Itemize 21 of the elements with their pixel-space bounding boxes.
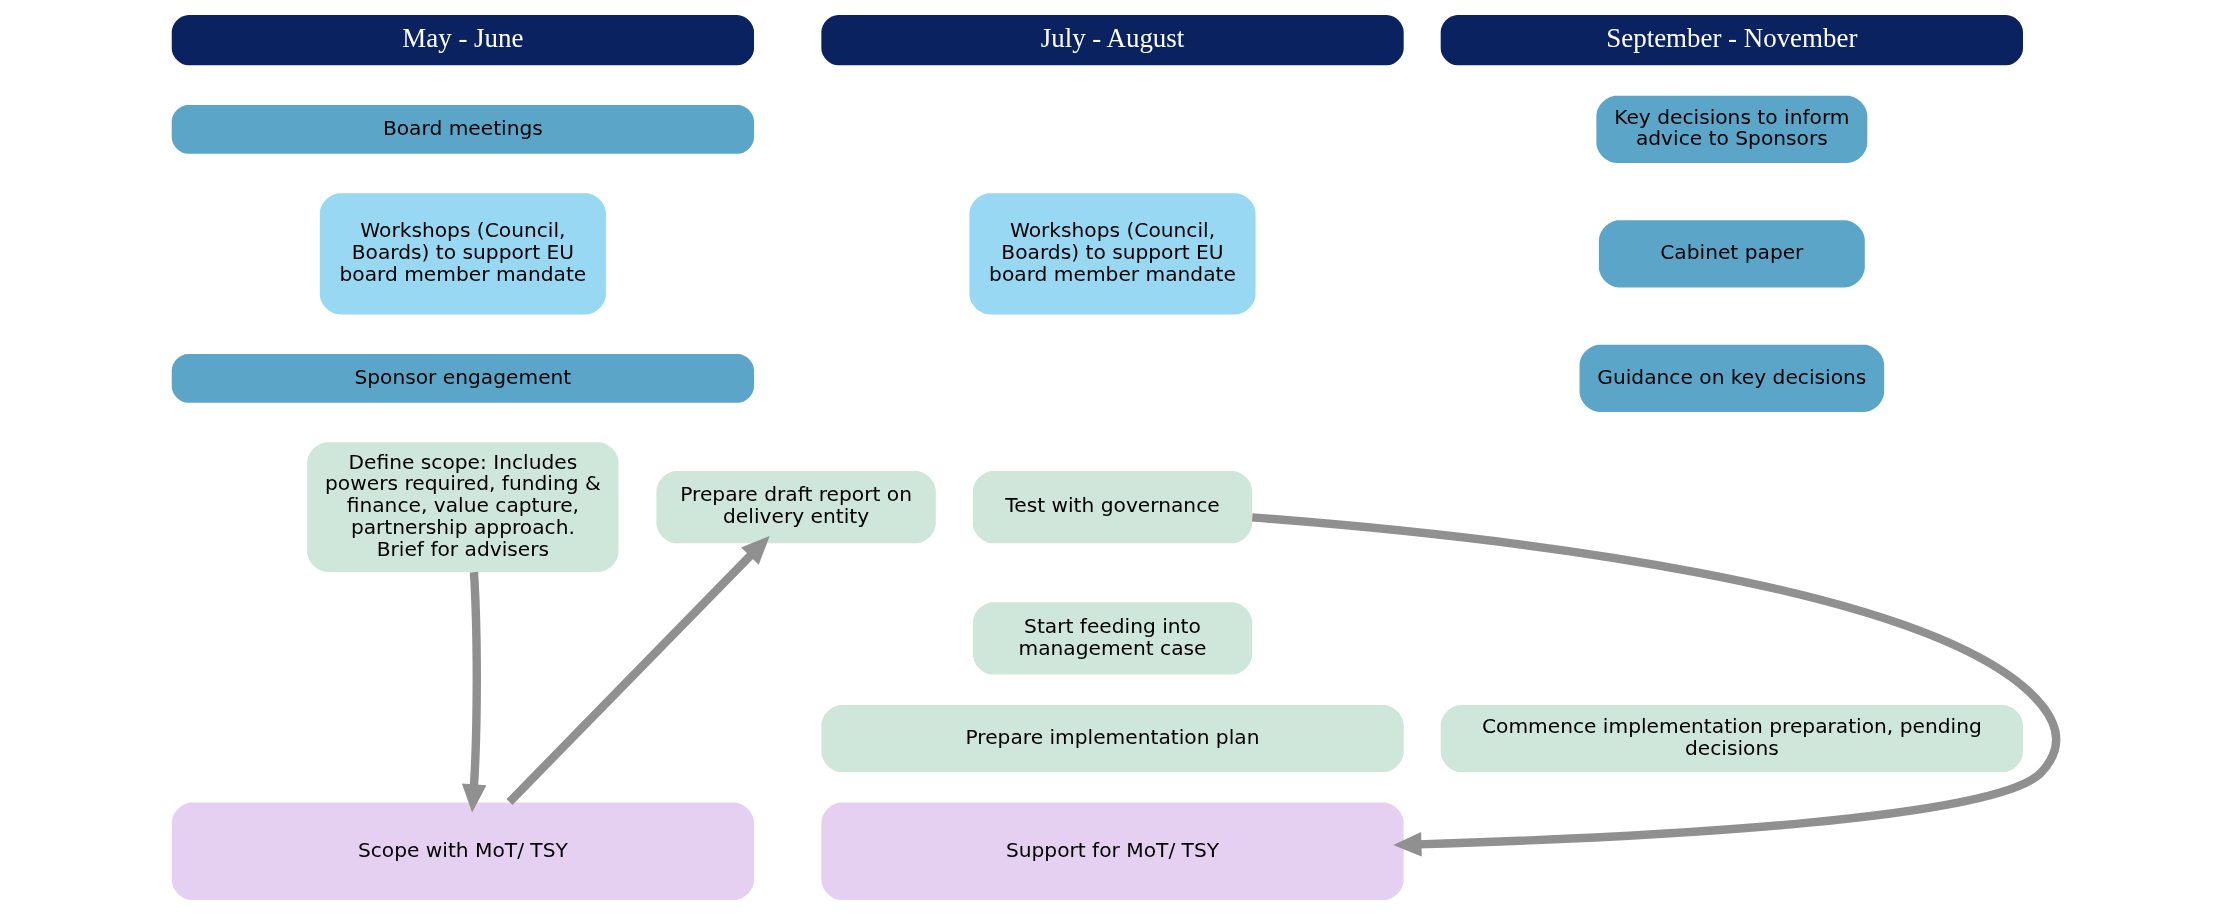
node-box: Scope with MoT/ TSY <box>171 802 755 901</box>
node-box: May - June <box>171 14 755 66</box>
arrow <box>461 571 487 813</box>
node-box: Sponsor engagement <box>171 354 755 403</box>
arrow <box>506 535 770 805</box>
node-box: Guidance on key decisions <box>1579 344 1885 413</box>
node-box: Board meetings <box>171 104 755 154</box>
node-box: Workshops (Council, Boards) to support EU board member mandate <box>969 193 1256 315</box>
node-box: Commence implementation preparation, pending decisions <box>1440 704 2023 773</box>
node-box: Cabinet paper <box>1598 220 1865 288</box>
node-box: Prepare implementation plan <box>821 704 1404 773</box>
node-box: Define scope: Includes powers required, funding & finance, value capture, partnership approach. Brief for advisers <box>307 442 619 572</box>
node-box: July - August <box>821 14 1404 66</box>
node-box: Key decisions to inform advice to Sponsors <box>1596 95 1868 163</box>
arrow <box>1251 513 2060 857</box>
node-box: Support for MoT/ TSY <box>821 802 1404 901</box>
node-box: September - November <box>1440 14 2023 66</box>
node-box: Workshops (Council, Boards) to support EU board member mandate <box>319 193 606 315</box>
node-box: Start feeding into management case <box>972 602 1253 675</box>
node-box: Prepare draft report on delivery entity <box>656 470 936 544</box>
node-box: Test with governance <box>972 470 1253 544</box>
